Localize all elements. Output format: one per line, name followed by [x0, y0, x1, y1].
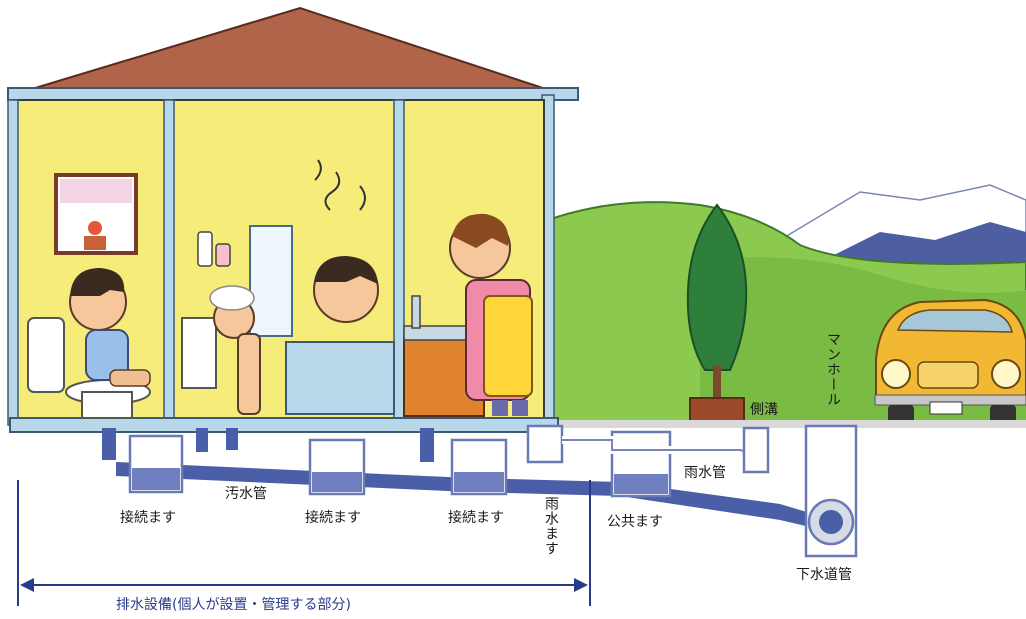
sewage-pipe-label: 汚水管	[225, 486, 267, 502]
manhole-label: マンホール	[825, 332, 841, 407]
toilet-room	[27, 173, 151, 419]
car-icon	[874, 298, 1026, 423]
sewer-main-label: 下水道管	[796, 567, 852, 583]
tree-icon	[686, 203, 748, 423]
junction-basin-label-2: 接続ます	[305, 510, 361, 526]
rain-pipe-label: 雨水管	[684, 465, 726, 481]
public-basin-label: 公共ます	[607, 514, 663, 530]
junction-basin-label-1: 接続ます	[120, 510, 176, 526]
side-ditch-label: 側溝	[750, 402, 778, 418]
range-arrow	[17, 480, 591, 606]
kitchen	[403, 213, 533, 417]
rain-basin-label: 雨水ます	[543, 496, 559, 556]
drain-pipes	[102, 424, 858, 558]
junction-basin-label-3: 接続ます	[448, 510, 504, 526]
private-range-caption: 排水設備(個人が設置・管理する部分)	[116, 597, 351, 613]
bathroom	[181, 159, 395, 415]
road-surface	[548, 420, 1026, 428]
